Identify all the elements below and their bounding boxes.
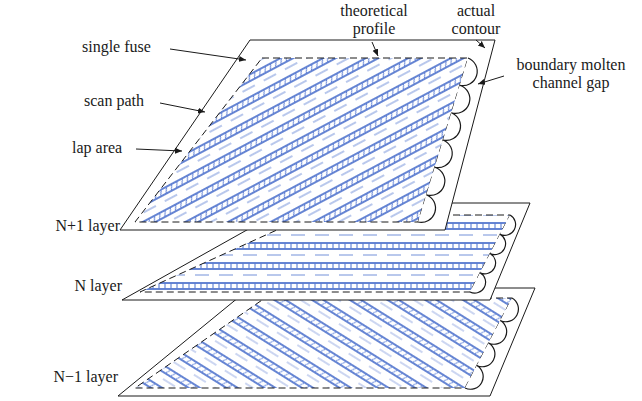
label: N−1 layer bbox=[36, 368, 118, 386]
label: N+1 layer bbox=[40, 217, 120, 235]
leader-lines bbox=[136, 40, 504, 151]
label: theoretical profile bbox=[322, 2, 426, 38]
top-layer bbox=[120, 40, 495, 230]
label: single fuse bbox=[82, 38, 172, 56]
label: scan path bbox=[84, 92, 164, 110]
label: N layer bbox=[40, 277, 122, 295]
label: lap area bbox=[72, 139, 136, 157]
label: boundary molten channel gap bbox=[506, 56, 636, 92]
label: actual contour bbox=[440, 2, 512, 38]
bottom-layer bbox=[118, 288, 535, 396]
